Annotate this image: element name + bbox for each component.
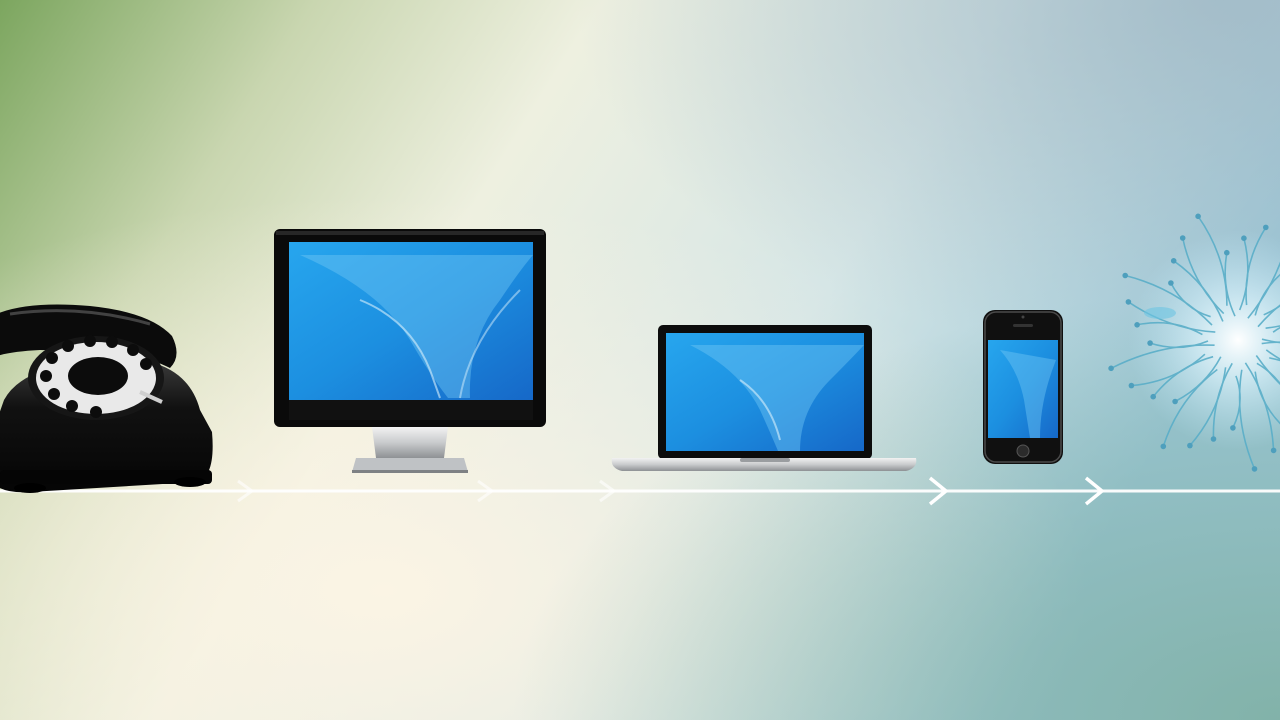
network-burst-line [1238, 369, 1256, 470]
timeline-arrow-4 [928, 476, 949, 506]
network-burst-line [1224, 252, 1236, 317]
network-burst-node [1170, 258, 1177, 264]
network-burst-node [1150, 393, 1156, 400]
rotary-phone-icon [0, 304, 213, 493]
network-burst-node [1224, 249, 1230, 256]
network-burst-line [1174, 356, 1222, 403]
network-burst-line [1272, 326, 1280, 333]
network-burst-line [1254, 273, 1280, 316]
network-burst-line [1265, 325, 1280, 329]
network-burst-node [1134, 322, 1140, 328]
timeline [0, 476, 1280, 506]
network-burst-line [1127, 301, 1216, 333]
network-burst-node [1147, 340, 1153, 346]
network-burst-node [1230, 425, 1236, 431]
network-burst-node [1108, 365, 1114, 372]
network-burst-node [1160, 443, 1167, 450]
network-burst-node [1210, 436, 1217, 442]
network-burst-line [1265, 349, 1280, 360]
network-burst-line [1247, 261, 1280, 319]
network-burst-line [1110, 344, 1215, 370]
network-burst-node [1122, 272, 1128, 279]
network-burst-line [1261, 341, 1280, 345]
smartphone-icon [983, 310, 1063, 464]
timeline-arrow-2 [477, 479, 495, 503]
network-burst-line [1181, 237, 1225, 315]
network-burst-line [1189, 367, 1227, 447]
network-burst-node [1172, 398, 1178, 405]
network-burst-node [1168, 280, 1174, 286]
network-burst-line [1125, 274, 1213, 326]
network-burst-line [1257, 304, 1280, 328]
network-burst-line [1263, 304, 1280, 316]
monitor-icon [274, 229, 546, 473]
network-burst-node [1195, 213, 1201, 220]
network-burst-line [1256, 362, 1280, 385]
network-burst-node [1251, 466, 1258, 472]
network-burst-line [1232, 375, 1241, 429]
timeline-arrow-1 [237, 479, 255, 503]
timeline-arrow-3 [599, 479, 617, 503]
network-burst-line [1255, 355, 1280, 386]
network-burst-node [1128, 382, 1135, 389]
network-burst-icon [1108, 213, 1280, 472]
network-burst-line [1162, 368, 1218, 447]
network-burst-line [1269, 357, 1280, 362]
network-burst-line [1245, 226, 1267, 306]
network-burst-node [1263, 224, 1269, 231]
network-burst-line [1149, 340, 1209, 349]
laptop-icon [611, 325, 917, 471]
network-burst-line [1197, 215, 1228, 306]
network-burst-line [1170, 282, 1211, 318]
network-burst-node [1179, 235, 1186, 241]
timeline-arrow-5 [1084, 476, 1105, 506]
network-burst-node [1270, 447, 1277, 454]
network-burst-node [1125, 299, 1132, 305]
network-burst-line [1261, 338, 1280, 344]
network-burst-line [1131, 353, 1206, 387]
network-burst-line [1244, 362, 1275, 451]
network-burst-node [1187, 442, 1193, 449]
network-burst-node [1241, 235, 1247, 241]
